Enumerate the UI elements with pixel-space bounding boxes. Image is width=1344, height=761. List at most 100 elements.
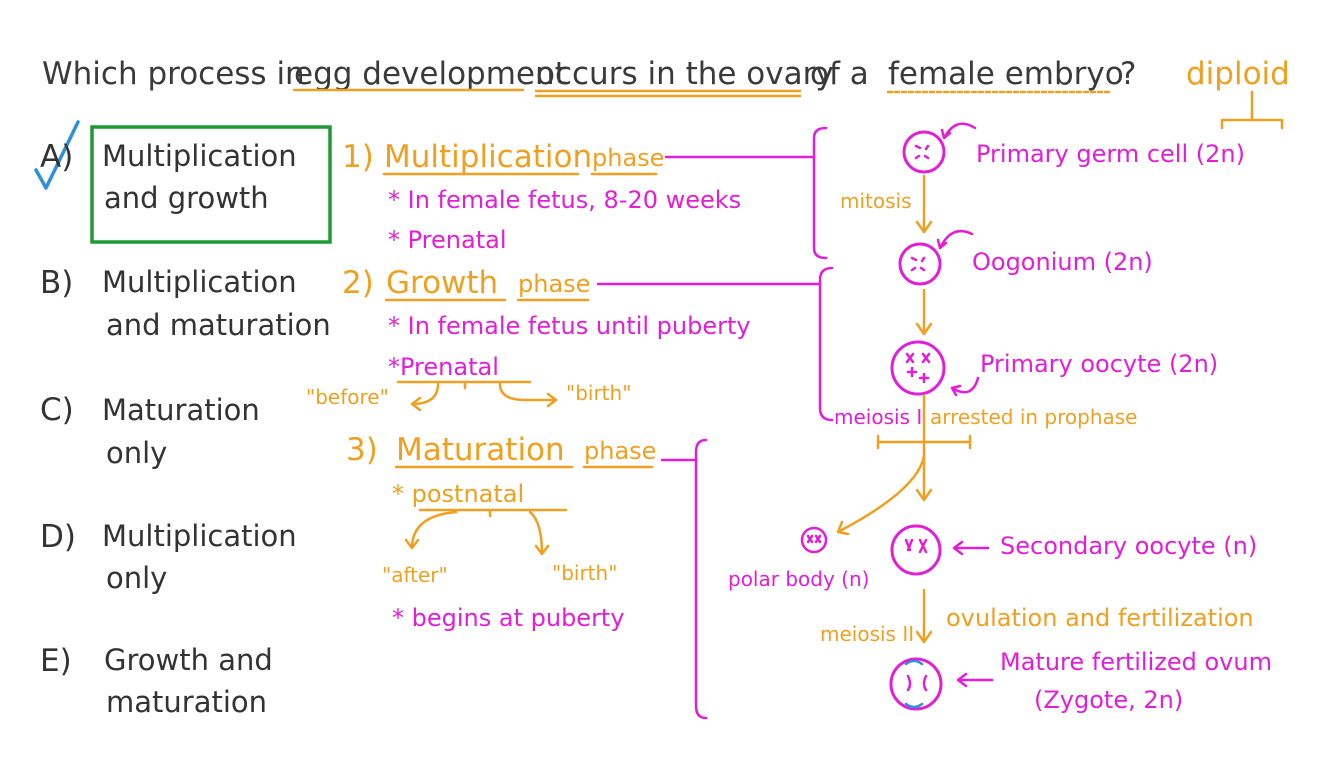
cell-icon-oogonium (898, 242, 942, 286)
question-part-5: female embryo (888, 56, 1124, 92)
question-part-2: egg development (294, 56, 567, 92)
arrow-meiosis-1 (915, 394, 933, 502)
chromosome-icon (914, 144, 930, 160)
label-ovulation-fertilization: ovulation and fertilization (946, 604, 1254, 632)
arrow-meiosis-2 (915, 588, 933, 644)
label-meiosis-2: meiosis II (820, 622, 914, 646)
phase-3: 3) Maturation phase * postnatal "after" … (346, 432, 698, 632)
mature-ovum: Mature fertilized ovum (Zygote, 2n) (889, 648, 1272, 714)
phase-3-note-1: * postnatal (392, 480, 524, 508)
label-zygote: (Zygote, 2n) (1034, 686, 1183, 714)
option-c-line1: Maturation (102, 393, 260, 427)
bracket-maturation (694, 438, 708, 720)
phase-2: 2) Growth phase * In female fetus until … (306, 265, 822, 412)
diploid-label: diploid (1186, 56, 1290, 92)
before-arrow (410, 382, 440, 412)
option-a-letter: A) (40, 139, 73, 175)
arrest-marker (876, 434, 972, 450)
postnatal-underline (418, 508, 568, 518)
option-e-letter: E) (40, 643, 72, 679)
phase-1-note-2: * Prenatal (388, 226, 507, 254)
phase-3-title: Maturation (396, 432, 565, 468)
option-c-line2: only (106, 436, 167, 470)
bracket-growth (818, 266, 834, 422)
phase-1: 1) Multiplication phase * In female fetu… (342, 139, 816, 254)
chromosome-icon-2 (910, 256, 926, 272)
option-c-letter: C) (40, 392, 74, 428)
phase-2-note-1: * In female fetus until puberty (388, 312, 751, 340)
question-part-1: Which process in (42, 56, 305, 92)
question-part-4: of a (810, 56, 869, 92)
arrow-to-germ-cell (940, 122, 977, 140)
cell-icon-secondary-oocyte (890, 524, 942, 576)
phase-1-note-1: * In female fetus, 8-20 weeks (388, 186, 741, 214)
word-part-before: "before" (306, 385, 389, 409)
label-secondary-oocyte: Secondary oocyte (n) (1000, 532, 1257, 560)
question-part-6: ? (1120, 56, 1136, 92)
option-e-line1: Growth and (104, 643, 273, 677)
diploid-bracket (1220, 90, 1284, 130)
answer-options: A) Multiplication and growth B) Multipli… (34, 120, 332, 719)
option-d[interactable]: D) Multiplication only (40, 519, 297, 595)
arrow-to-primary-oocyte (915, 288, 933, 336)
oogonium: Oogonium (2n) (898, 229, 1153, 286)
polar-body: polar body (n) (728, 526, 869, 591)
zygote-nucleus-bottom-icon (904, 702, 924, 709)
label-mature-ovum: Mature fertilized ovum (1000, 648, 1272, 676)
prenatal-underline (396, 380, 532, 390)
cell-icon-zygote (889, 657, 943, 711)
word-part-birth-1: "birth" (566, 381, 631, 405)
chromosome-icon-6 (906, 674, 928, 692)
phase-2-suffix: phase (518, 270, 590, 298)
arrow-to-polar-body (836, 454, 926, 536)
birth-arrow-1 (498, 382, 558, 408)
chromosome-icon-5 (904, 538, 928, 554)
cell-icon-primary-germ (902, 130, 946, 174)
check-mark-icon (34, 120, 80, 190)
option-b[interactable]: B) Multiplication and maturation (40, 265, 331, 342)
phase-2-number: 2) (342, 265, 374, 301)
question: Which process in egg development occurs … (42, 56, 1136, 98)
option-c[interactable]: C) Maturation only (40, 392, 260, 470)
question-part-3: occurs in the ovary (536, 56, 834, 92)
label-meiosis-1: meiosis I (834, 405, 922, 429)
after-arrow (404, 510, 458, 550)
label-oogonium: Oogonium (2n) (972, 248, 1153, 276)
phase-3-note-2: * begins at puberty (392, 604, 625, 632)
cell-icon-polar-body (800, 526, 828, 554)
phase-1-number: 1) (342, 139, 374, 175)
arrow-to-primary-oocyte-label (950, 376, 980, 397)
phase-2-note-2: *Prenatal (388, 353, 499, 381)
option-b-line1: Multiplication (102, 265, 297, 299)
phase-2-title: Growth (386, 265, 498, 301)
cell-icon-primary-oocyte (890, 340, 946, 396)
zygote-nucleus-top-icon (904, 659, 924, 666)
option-d-line1: Multiplication (102, 519, 297, 553)
secondary-oocyte: Secondary oocyte (n) (890, 524, 1257, 576)
arrow-to-zygote (956, 672, 994, 688)
bracket-multiplication (812, 126, 828, 260)
birth-arrow-2 (528, 510, 550, 556)
arrow-to-secondary-oocyte (952, 540, 990, 556)
label-primary-germ-cell: Primary germ cell (2n) (976, 140, 1245, 168)
option-e[interactable]: E) Growth and maturation (40, 643, 273, 719)
option-a[interactable]: A) Multiplication and growth (40, 139, 297, 215)
label-primary-oocyte: Primary oocyte (2n) (980, 350, 1218, 378)
primary-oocyte: Primary oocyte (2n) (890, 340, 1218, 397)
arrow-to-oogonium (936, 229, 974, 250)
option-e-line2: maturation (106, 685, 267, 719)
label-polar-body: polar body (n) (728, 567, 869, 591)
option-b-line2: and maturation (106, 308, 331, 342)
correct-answer-box (90, 125, 332, 244)
option-d-letter: D) (40, 519, 76, 555)
word-part-birth-2: "birth" (552, 561, 617, 585)
phase-1-suffix: phase (592, 144, 664, 172)
word-part-after: "after" (382, 563, 448, 587)
phase-1-title: Multiplication (384, 139, 592, 175)
option-b-letter: B) (40, 265, 73, 301)
arrow-mitosis (915, 174, 933, 234)
option-a-line2: and growth (104, 181, 269, 215)
option-a-line1: Multiplication (102, 139, 297, 173)
